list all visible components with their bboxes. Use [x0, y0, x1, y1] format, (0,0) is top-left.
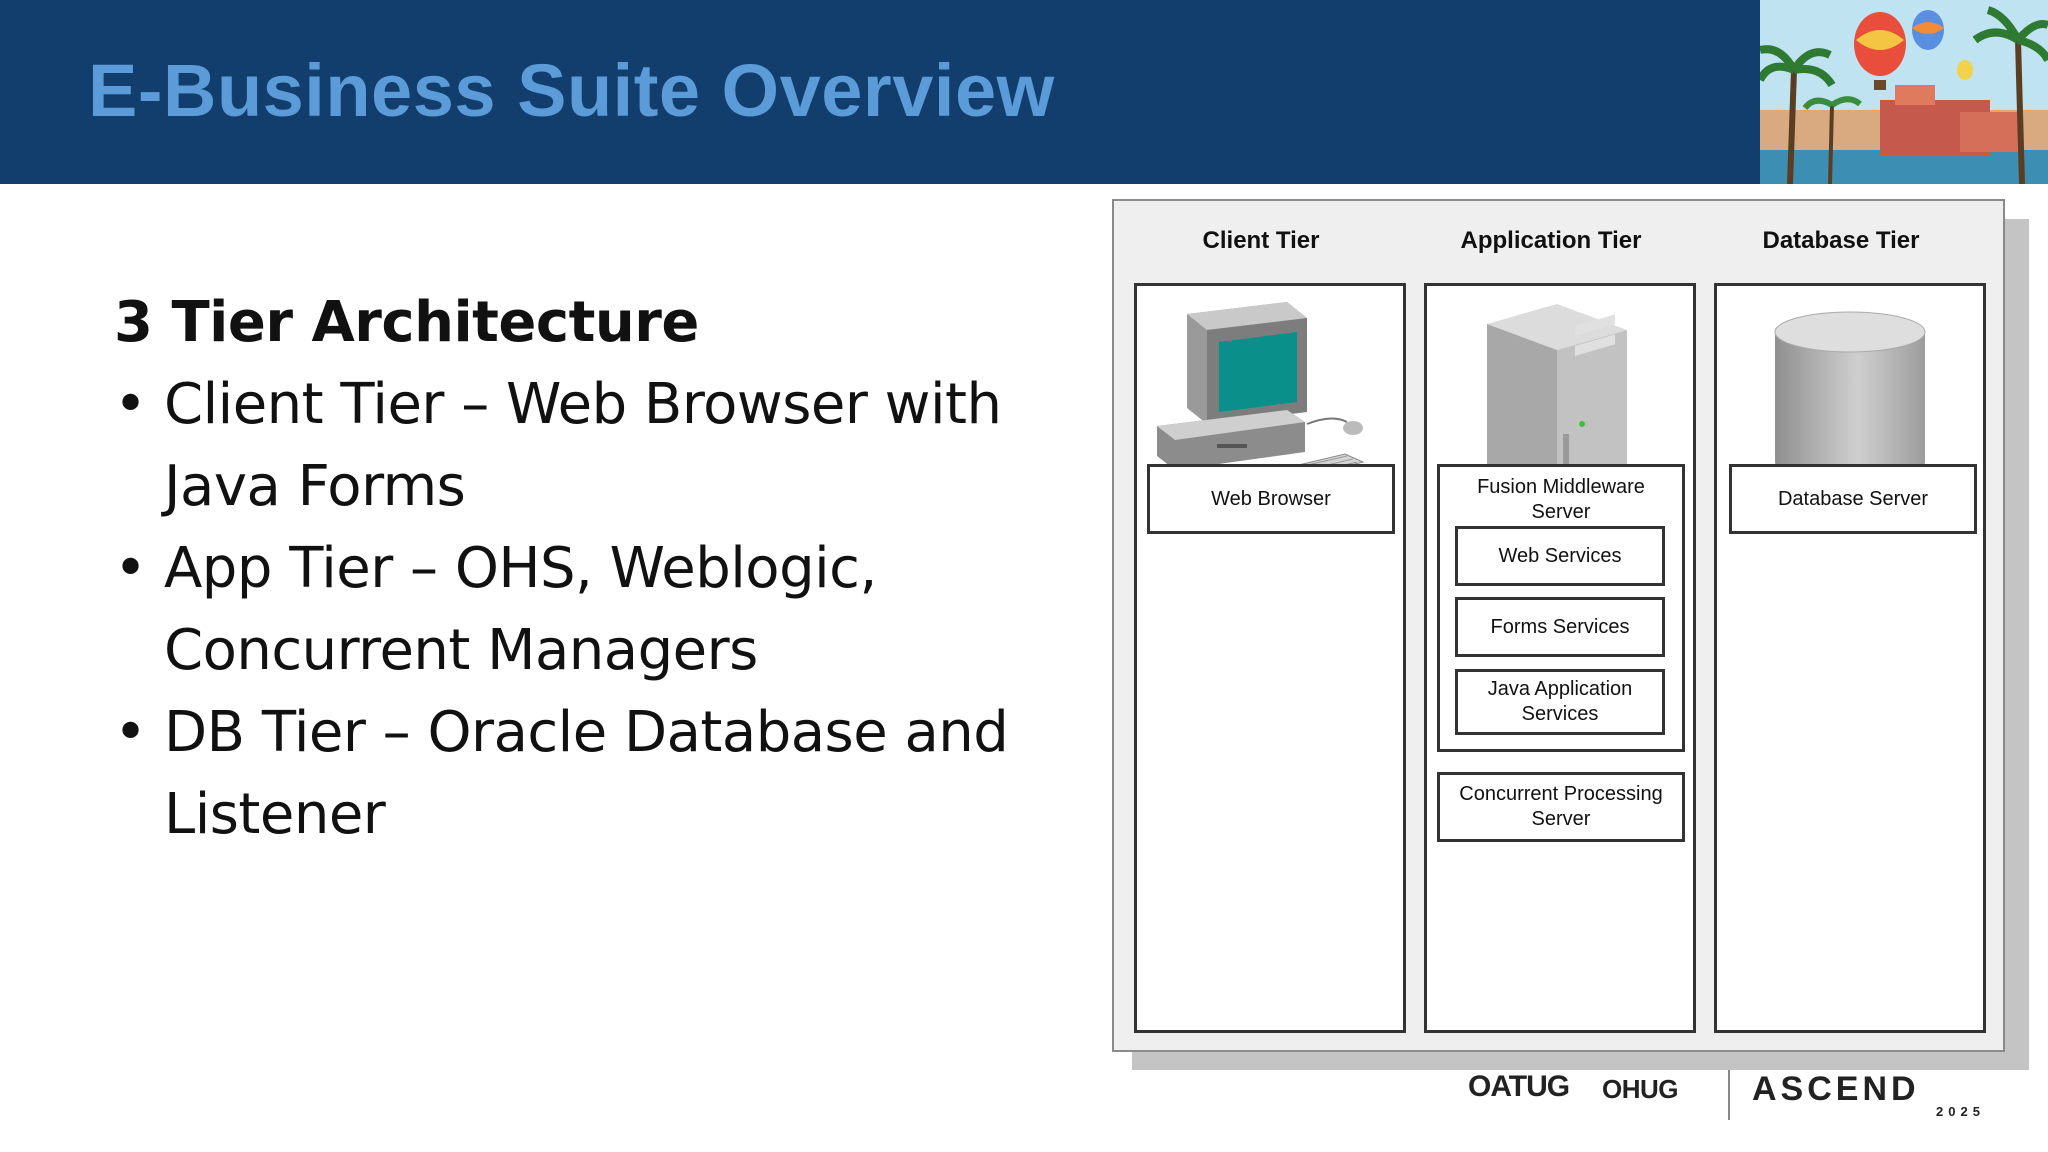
bullet-text-line1: DB Tier – Oracle Database and — [164, 700, 1009, 765]
bullet-text-line1: Client Tier – Web Browser with — [164, 372, 1002, 437]
bullet-text-line2: Listener — [164, 782, 386, 847]
server-tower-icon — [1487, 304, 1627, 494]
logo-separator — [1728, 1070, 1730, 1120]
java-services-line2: Services — [1521, 703, 1599, 725]
bullet-dot: • — [114, 372, 147, 437]
client-tier-title: Client Tier — [1202, 227, 1320, 254]
hot-air-balloon-scenery-image — [1760, 0, 2048, 184]
slide-content: 3 Tier Architecture • Client Tier – Web … — [114, 282, 1074, 856]
header-band: E-Business Suite Overview — [0, 0, 2048, 184]
database-cylinder-icon — [1774, 311, 1926, 484]
bullet-app-tier: • App Tier – OHS, Weblogic, Concurrent M… — [114, 528, 1074, 692]
web-browser-box: Web Browser — [1147, 464, 1395, 534]
bullet-dot: • — [114, 536, 147, 601]
bullet-dot: • — [114, 700, 147, 765]
java-services-line1: Java Application — [1487, 678, 1633, 700]
ohug-logo: OHUG — [1602, 1074, 1679, 1104]
bullet-text-line2: Concurrent Managers — [164, 618, 758, 683]
bullet-list: • Client Tier – Web Browser with Java Fo… — [114, 364, 1074, 856]
oatug-logo: OATUG — [1468, 1070, 1570, 1103]
cp-label-line2: Server — [1531, 808, 1591, 830]
bullet-text-line2: Java Forms — [164, 454, 466, 519]
web-services-box: Web Services — [1455, 526, 1665, 586]
database-tier-column: Database Server — [1714, 283, 1986, 1033]
section-heading: 3 Tier Architecture — [114, 290, 699, 355]
database-server-box: Database Server — [1729, 464, 1977, 534]
database-tier-title: Database Tier — [1762, 227, 1920, 254]
forms-services-box: Forms Services — [1455, 597, 1665, 657]
architecture-diagram: Client Tier Application Tier Database Ti… — [1112, 199, 2005, 1052]
fmw-label-line1: Fusion Middleware — [1477, 476, 1645, 498]
bullet-db-tier: • DB Tier – Oracle Database and Listener — [114, 692, 1074, 856]
application-tier-title: Application Tier — [1460, 227, 1642, 254]
bullet-text-line1: App Tier – OHS, Weblogic, — [164, 536, 877, 601]
fmw-label: Fusion Middleware Server — [1477, 475, 1645, 525]
concurrent-processing-server-box: Concurrent Processing Server — [1437, 772, 1685, 842]
cp-label-line1: Concurrent Processing — [1459, 783, 1663, 805]
fmw-label-line2: Server — [1531, 501, 1591, 523]
bullet-client-tier: • Client Tier – Web Browser with Java Fo… — [114, 364, 1074, 528]
java-application-services-box: Java Application Services — [1455, 669, 1665, 735]
ascend-logo: ASCEND — [1752, 1070, 1920, 1108]
application-tier-column: Fusion Middleware Server Web Services Fo… — [1424, 283, 1696, 1033]
slide-title: E-Business Suite Overview — [88, 49, 1055, 132]
client-tier-column: Web Browser — [1134, 283, 1406, 1033]
ascend-year: 2025 — [1936, 1104, 1985, 1119]
